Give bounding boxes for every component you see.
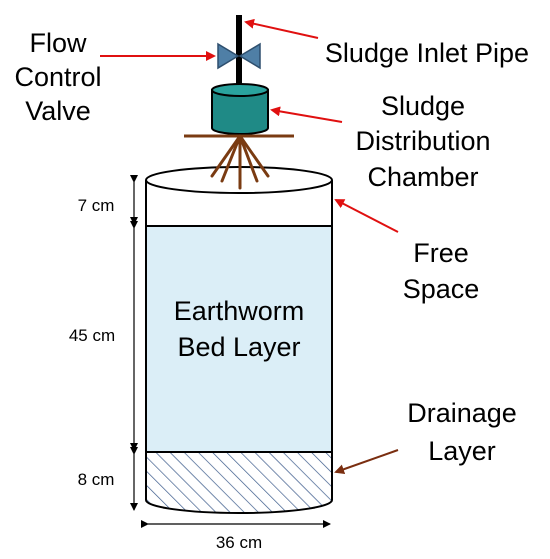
flow-valve-label-line1: Flow [29,28,87,58]
free-space-label-line1: Free [413,238,469,268]
drainage-layer [146,452,332,513]
chamber-label-line1: Sludge [381,91,465,121]
dim-bed: 45 cm [69,326,115,345]
dim-diameter: 36 cm [216,533,262,552]
arrow-inlet-pipe [244,18,319,39]
dim-free-space: 7 cm [78,196,115,215]
drainage-label-line2: Layer [428,436,496,466]
distribution-spouts [210,134,270,190]
flow-valve-label-line2: Control [14,62,101,92]
sludge-inlet-pipe [236,15,242,85]
bed-label-line1: Earthworm [174,296,305,326]
flow-valve-label-line3: Valve [25,96,91,126]
sludge-distribution-chamber [211,83,269,135]
flow-control-valve-icon [217,42,261,70]
dim-drainage: 8 cm [78,470,115,489]
drainage-label-line1: Drainage [407,398,517,428]
bed-label-line2: Bed Layer [177,332,300,362]
inlet-pipe-label: Sludge Inlet Pipe [325,38,529,68]
cylinder-body [145,180,333,514]
dimension-lines [130,175,331,528]
arrow-free-space [334,199,399,233]
chamber-label-line2: Distribution [355,126,490,156]
free-space-label-line2: Space [403,274,480,304]
chamber-label-line3: Chamber [367,162,478,192]
arrow-drainage [334,449,399,475]
leader-arrows [100,18,399,475]
arrow-chamber [270,106,343,123]
earthworm-bed-layer [146,226,332,452]
